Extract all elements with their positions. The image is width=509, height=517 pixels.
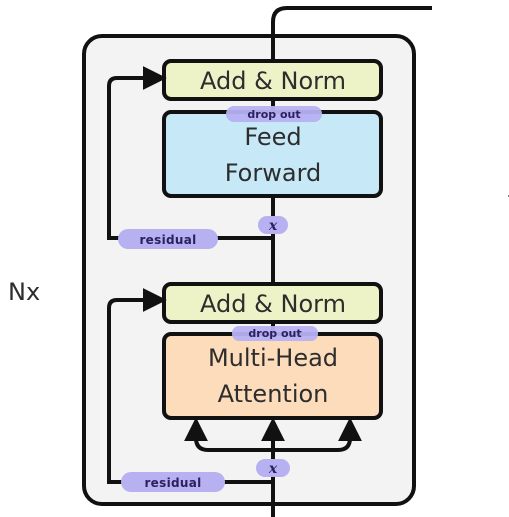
- residual-top-arrow: [107, 66, 273, 240]
- residual-bottom-label: residual: [144, 476, 201, 490]
- dropout-bottom-highlight: [232, 326, 318, 341]
- input-query-arrow: [184, 417, 273, 452]
- x-bottom-label: x: [268, 461, 278, 477]
- dropout-bottom-label: drop out: [248, 327, 301, 340]
- attention-label-line2: Attention: [218, 380, 329, 408]
- add-norm-top-label: Add & Norm: [200, 67, 346, 95]
- repeat-count-label: Nx: [8, 278, 40, 306]
- add-norm-bottom-label: Add & Norm: [200, 290, 346, 318]
- input-key-arrow: [273, 417, 362, 452]
- residual-top-label: residual: [139, 233, 196, 247]
- x-top-highlight: [258, 216, 288, 234]
- output-line: [271, 6, 432, 61]
- dropout-top-label: drop out: [247, 108, 300, 121]
- residual-bottom-highlight: [121, 472, 225, 492]
- residual-top-highlight: [118, 229, 218, 249]
- x-bottom-highlight: [256, 459, 290, 477]
- dropout-top-highlight: [226, 106, 322, 122]
- feed-forward-label-line2: Forward: [225, 159, 322, 187]
- feed-forward-label-line1: Feed: [244, 123, 301, 151]
- x-top-label: x: [268, 218, 278, 234]
- residual-bottom-arrow: [107, 288, 273, 484]
- attention-label-line1: Multi-Head: [208, 344, 338, 372]
